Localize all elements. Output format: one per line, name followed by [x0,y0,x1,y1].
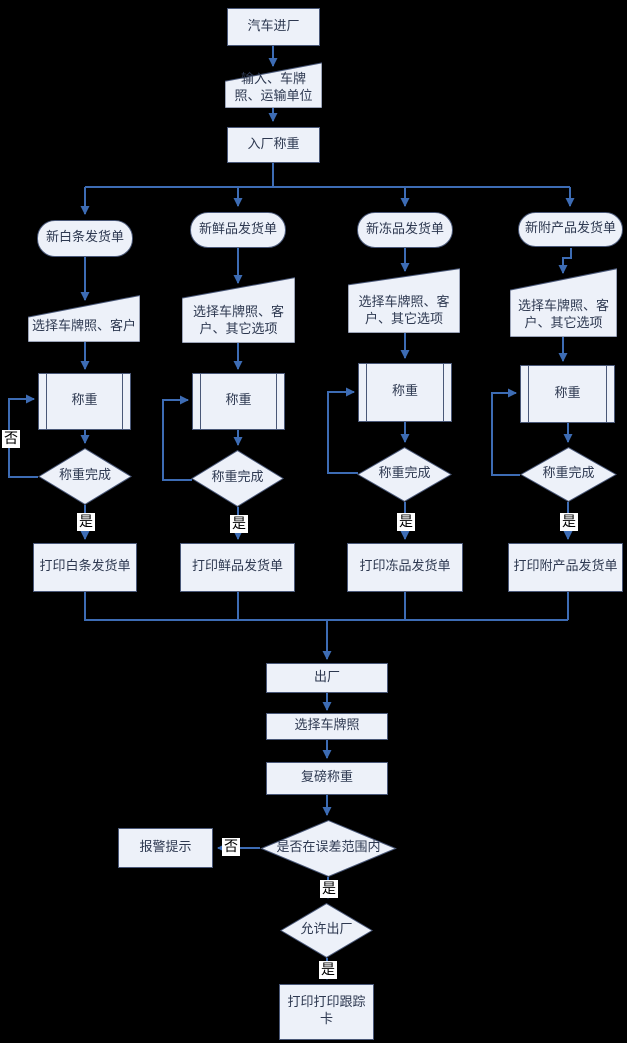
node-branch-byproduct-label: 新附产品发货单 [524,221,616,237]
edge-label-yes-3: 是 [397,513,415,531]
flow-connector-loop [491,388,520,476]
node-print-baitiao: 打印白条发货单 [33,543,137,592]
node-vehicle-enter: 汽车进厂 [227,8,320,46]
node-input-info: 输入、车牌照、运输单位 [225,62,322,108]
node-select-4: 选择车牌照、客户、其它选项 [510,268,617,337]
node-select-2: 选择车牌照、客户、其它选项 [182,277,295,343]
edge-label-no-2: 否 [222,838,240,856]
edge-label-yes-4: 是 [560,513,578,531]
node-weigh-done-1-label: 称重完成 [58,468,111,484]
flow-connector-plain [84,163,570,621]
decision-diamond-shape [520,447,617,502]
edge-label-yes-6: 是 [319,961,337,979]
decision-diamond-shape [260,820,397,877]
node-weigh-done-3-label: 称重完成 [378,466,431,482]
node-weigh-4: 称重 [520,365,615,423]
edge-label-no-1: 否 [2,430,20,448]
node-branch-fresh: 新鲜品发货单 [190,212,286,248]
node-branch-baitiao-label: 新白条发货单 [45,230,124,246]
node-select-plate-exit: 选择车牌照 [266,713,388,740]
node-print-tracking-card-label: 打印打印跟踪卡 [287,995,366,1027]
node-branch-fresh-label: 新鲜品发货单 [198,221,277,237]
node-print-byproduct-label: 打印附产品发货单 [513,559,618,575]
node-print-fresh-label: 打印鲜品发货单 [191,559,283,575]
node-reweigh: 复磅称重 [266,762,388,795]
node-allow-exit-label: 允许出厂 [300,922,353,938]
decision-diamond-shape [191,450,284,507]
node-weigh-done-1: 称重完成 [38,448,132,505]
node-weigh-done-2-label: 称重完成 [211,470,264,486]
manual-input-shape [225,62,322,108]
node-weigh-done-3: 称重完成 [357,447,452,502]
node-print-baitiao-label: 打印白条发货单 [39,559,131,575]
edge-label-yes-1: 是 [77,513,95,531]
node-weigh-2: 称重 [192,373,285,430]
node-vehicle-enter-label: 汽车进厂 [247,18,300,34]
flow-connector-loop [327,387,358,474]
node-select-4-label: 选择车牌照、客户、其它选项 [517,299,609,332]
node-weigh-1-label: 称重 [71,393,98,409]
manual-input-shape [28,295,140,342]
node-weigh-done-2: 称重完成 [191,450,284,507]
decision-diamond-shape [357,447,452,502]
node-entry-weigh: 入厂称重 [227,127,320,163]
node-weigh-4-label: 称重 [554,385,581,401]
node-print-frozen-label: 打印冻品发货单 [359,559,451,575]
node-branch-byproduct: 新附产品发货单 [518,212,623,247]
flow-connector-loop [162,395,192,481]
node-weigh-3: 称重 [358,363,452,422]
node-weigh-done-4-label: 称重完成 [542,466,595,482]
decision-diamond-shape [280,903,373,958]
node-branch-baitiao: 新白条发货单 [37,220,133,257]
node-print-frozen: 打印冻品发货单 [347,543,463,592]
node-select-1: 选择车牌照、客户 [28,295,140,342]
node-exit-label: 出厂 [313,669,340,685]
flow-connector [558,248,572,274]
node-select-plate-exit-label: 选择车牌照 [294,718,360,734]
node-alarm-label: 报警提示 [139,839,192,855]
edge-label-yes-2: 是 [230,515,248,533]
node-select-1-label: 选择车牌照、客户 [31,319,136,335]
node-entry-weigh-label: 入厂称重 [247,136,300,152]
node-print-byproduct: 打印附产品发货单 [508,543,623,592]
node-print-fresh: 打印鲜品发货单 [180,543,295,592]
node-exit: 出厂 [266,663,388,693]
edge-label-yes-5: 是 [320,880,338,898]
node-weigh-3-label: 称重 [391,384,418,400]
node-weigh-done-4: 称重完成 [520,447,617,502]
decision-diamond-shape [38,448,132,505]
node-print-tracking-card: 打印打印跟踪卡 [279,984,374,1040]
node-reweigh-label: 复磅称重 [300,770,353,786]
node-tolerance-check: 是否在误差范围内 [260,820,397,877]
manual-input-shape [510,268,617,337]
node-alarm: 报警提示 [118,828,213,868]
node-tolerance-check-label: 是否在误差范围内 [276,840,381,856]
node-weigh-2-label: 称重 [225,393,252,409]
node-select-3: 选择车牌照、客户、其它选项 [348,268,460,333]
node-select-3-label: 选择车牌照、客户、其它选项 [358,295,450,328]
manual-input-shape [182,277,295,343]
node-weigh-1: 称重 [38,373,131,430]
node-allow-exit: 允许出厂 [280,903,373,958]
node-branch-frozen-label: 新冻品发货单 [365,221,444,237]
node-branch-frozen: 新冻品发货单 [357,212,453,248]
node-input-info-label: 输入、车牌照、运输单位 [234,72,313,105]
manual-input-shape [348,268,460,333]
node-select-2-label: 选择车牌照、客户、其它选项 [192,305,284,338]
